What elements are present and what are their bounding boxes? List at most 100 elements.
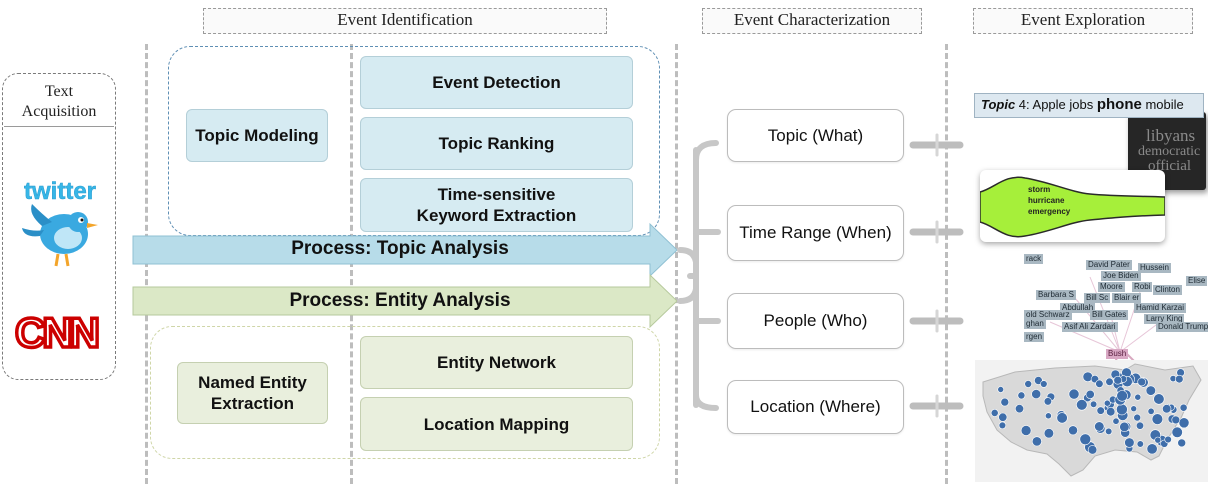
map-location-marker: [1130, 405, 1137, 413]
person-tag: rack: [1024, 254, 1044, 264]
person-tag: Joe Biden: [1101, 271, 1141, 281]
map-location-marker: [1043, 397, 1052, 406]
person-tag: old Schwarz: [1024, 310, 1072, 320]
map-location-marker: [1105, 377, 1114, 386]
topic-what-box: Topic (What): [727, 109, 904, 162]
named-entity-extraction-label: Named Entity Extraction: [198, 373, 307, 413]
person-tag: Asif Ali Zardari: [1062, 322, 1118, 332]
people-network-panel: rack David Pater Hussein Joe Biden Moore…: [1020, 252, 1208, 362]
map-location-marker: [998, 412, 1008, 422]
acquisition-title-divider: [4, 126, 114, 127]
map-location-marker: [1153, 393, 1165, 405]
map-location-marker: [1151, 413, 1164, 425]
event-detection-label: Event Detection: [432, 73, 561, 92]
map-location-marker: [998, 421, 1007, 430]
topic-4-bar: Topic 4: Apple jobs phone mobile: [974, 93, 1204, 118]
map-location-marker: [1136, 421, 1145, 430]
person-tag: Bush: [1106, 349, 1129, 359]
person-tag: Robi: [1132, 282, 1153, 292]
person-tag: rgen: [1024, 332, 1045, 342]
text-acquisition-title: Text Acquisition: [21, 83, 97, 120]
svg-text:emergency: emergency: [1028, 207, 1071, 216]
person-tag: Elise: [1186, 276, 1208, 286]
map-location-marker: [1164, 435, 1172, 444]
map-location-marker: [1014, 404, 1024, 414]
location-where-box: Location (Where): [727, 380, 904, 434]
location-map-panel: [975, 360, 1208, 482]
map-location-marker: [1178, 417, 1190, 429]
person-tag: Donald Trump: [1156, 322, 1208, 332]
map-location-marker: [1105, 427, 1113, 435]
person-tag: Moore: [1098, 282, 1125, 292]
person-tag: Hussein: [1138, 263, 1171, 273]
map-location-marker: [1034, 376, 1043, 385]
map-location-marker: [1116, 403, 1128, 416]
map-location-marker: [1096, 406, 1105, 415]
map-location-marker: [1103, 399, 1111, 407]
separator-3: [675, 44, 678, 484]
topic-analysis-arrow: [132, 222, 678, 278]
svg-text:storm: storm: [1028, 185, 1050, 194]
map-location-marker: [1146, 443, 1158, 455]
map-location-marker: [1031, 389, 1042, 399]
cnn-logo: CNN: [12, 305, 102, 358]
wordcloud-word: libyans: [1146, 126, 1196, 145]
person-tag: Abdullah: [1060, 303, 1096, 313]
map-location-marker: [1089, 400, 1098, 408]
twitter-logo: twitter: [12, 178, 108, 273]
map-location-marker: [1113, 375, 1123, 385]
person-tag: Hamid Karzai: [1134, 303, 1187, 313]
svg-text:twitter: twitter: [24, 178, 96, 205]
map-location-marker: [1171, 426, 1183, 438]
location-mapping-label: Location Mapping: [423, 414, 570, 434]
map-location-marker: [1031, 436, 1042, 447]
entity-network-box: Entity Network: [360, 336, 633, 389]
svg-text:CNN: CNN: [15, 309, 98, 355]
map-location-marker: [1040, 380, 1048, 388]
header-event-identification: Event Identification: [203, 8, 607, 34]
separator-4: [945, 44, 948, 484]
map-location-marker: [1024, 380, 1033, 388]
map-location-marker: [1020, 425, 1032, 436]
person-tag: Bill Gates: [1090, 310, 1129, 320]
map-location-marker: [1112, 417, 1120, 425]
map-location-marker: [990, 409, 999, 417]
map-location-marker: [1179, 403, 1188, 412]
map-location-marker: [1124, 437, 1135, 448]
map-location-marker: [1136, 440, 1144, 448]
map-location-marker: [1068, 425, 1078, 436]
exploration-connectors: [909, 141, 964, 410]
topic-what-label: Topic (What): [767, 125, 864, 145]
entity-network-label: Entity Network: [436, 353, 557, 372]
map-location-marker: [1134, 393, 1142, 401]
named-entity-extraction-box: Named Entity Extraction: [177, 362, 328, 424]
map-location-marker: [1000, 397, 1010, 407]
map-location-marker: [1177, 438, 1186, 448]
topic-number: 4: Apple jobs: [1015, 97, 1097, 112]
topic-modeling-label: Topic Modeling: [195, 126, 319, 145]
time-range-when-box: Time Range (When): [727, 205, 904, 261]
header-event-characterization: Event Characterization: [702, 8, 922, 34]
map-location-marker: [1094, 421, 1105, 432]
map-location-marker: [1043, 428, 1054, 439]
topic-ranking-label: Topic Ranking: [438, 134, 555, 153]
wordcloud-word: democratic: [1138, 144, 1201, 159]
map-location-marker: [997, 386, 1005, 393]
map-location-marker: [1154, 436, 1162, 444]
person-tag: Barbara S: [1036, 290, 1077, 300]
svg-text:hurricane: hurricane: [1028, 196, 1065, 205]
topic-ranking-box: Topic Ranking: [360, 117, 633, 170]
map-location-marker: [1119, 421, 1130, 433]
topic-analysis-label: Process: Topic Analysis: [291, 238, 509, 259]
map-location-marker: [1085, 389, 1095, 399]
map-location-marker: [1116, 390, 1128, 402]
person-tag: Bill Sc: [1084, 293, 1111, 303]
entity-analysis-group: [150, 326, 660, 459]
person-tag: David Pater: [1086, 260, 1132, 270]
map-location-marker: [1056, 412, 1068, 424]
map-location-marker: [1095, 379, 1104, 388]
people-who-label: People (Who): [763, 311, 868, 330]
header-event-exploration: Event Exploration: [973, 8, 1193, 34]
characterization-brace: [677, 140, 721, 411]
location-mapping-box: Location Mapping: [360, 397, 633, 451]
